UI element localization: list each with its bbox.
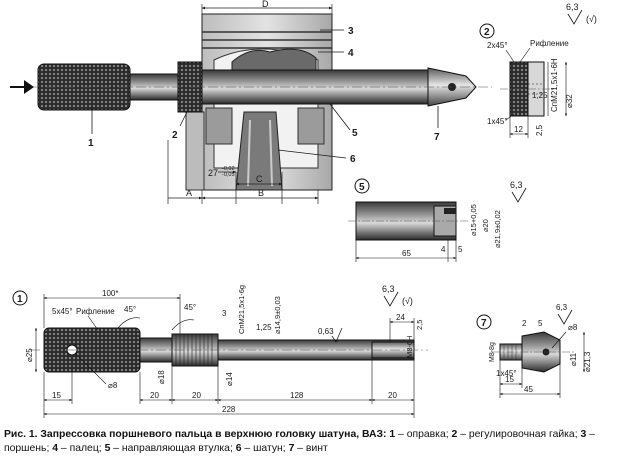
piston-rings (202, 31, 332, 49)
detail-7-m8: M8-8g (489, 342, 496, 362)
dim-27-tol: -0,02 (222, 166, 235, 172)
callout-2: 2 (172, 130, 178, 141)
detail-1-d100: 100* (102, 289, 118, 298)
detail-1-threadM8: M8-6Н (405, 335, 414, 358)
assembly-view: 1 2 3 4 5 6 7 D C B A 27 -0,02 -0,05 (10, 0, 492, 204)
detail-7-d11: ⌀11 (569, 352, 578, 366)
detail-2-w12: 12 (514, 125, 523, 134)
caption-item: 2 – регулировочная гайка; (451, 429, 578, 440)
detail-7-w15: 15 (505, 375, 514, 384)
callout-5: 5 (352, 128, 358, 139)
detail-1-d25: ⌀25 (25, 348, 34, 362)
detail-5-d219: ⌀21,9±0,02 (493, 210, 502, 248)
dim-B: B (258, 188, 264, 198)
detail-1-d18: ⌀18 (157, 370, 166, 384)
caption-title: Рис. 1. Запрессовка поршневого пальца в … (4, 429, 387, 440)
detail-2-d125: 1,25 (532, 91, 548, 100)
detail-1-number: 1 (17, 294, 23, 305)
caption-item: 7 – винт (288, 443, 328, 454)
detail-5-w5: 5 (458, 245, 463, 254)
detail-1-w25: 2,5 (415, 320, 424, 330)
caption-item: 4 – палец; (52, 443, 102, 454)
detail-1-w3: 3 (222, 309, 227, 318)
dim-27-tol-lower: -0,05 (222, 172, 235, 178)
detail-2-d32: ⌀32 (565, 94, 574, 108)
caption-item: 1 – оправка; (389, 429, 449, 440)
detail-1-w20c: 20 (388, 391, 397, 400)
detail-1-knurl: Рифление (76, 307, 115, 316)
callout-1: 1 (88, 138, 94, 149)
caption-item: 6 – шатун; (235, 443, 286, 454)
detail-5: 5 6,3 ⌀15+0,05 ⌀20 ⌀21,9±0,02 4 5 65 (348, 178, 527, 262)
detail-2-roughness-suffix: (√) (586, 14, 597, 24)
dim-A: A (186, 188, 192, 198)
detail-1-d125: 1,25 (256, 323, 272, 332)
detail-2-number: 2 (484, 27, 490, 38)
detail-1-d14: ⌀14 (225, 372, 234, 386)
callout-4: 4 (348, 48, 354, 59)
detail-1-w24: 24 (396, 313, 405, 322)
dim-27: 27 (208, 168, 218, 178)
detail-7-w45: 45 (524, 385, 533, 394)
support-base (185, 111, 205, 191)
detail-5-w65: 65 (402, 249, 411, 258)
detail-7-w2: 2 (522, 319, 527, 328)
detail-5-roughness: 6,3 (510, 180, 523, 190)
detail-1-roughness: 6,3 (382, 284, 395, 294)
detail-7-chamfer: 1х45° (496, 369, 517, 378)
detail-1-w15: 15 (52, 391, 61, 400)
detail-7-w5: 5 (538, 319, 543, 328)
caption-item: 5 – направляющая втулка; (104, 443, 233, 454)
piston-boss-left (205, 107, 233, 145)
callout-3: 3 (348, 26, 354, 37)
detail-2: 2 6,3 (√) 2х45° Рифление СпМ21,5х1-6Н 1,… (479, 2, 597, 138)
detail-1-d8: ⌀8 (108, 381, 118, 390)
figure-caption: Рис. 1. Запрессовка поршневого пальца в … (4, 428, 619, 456)
detail-1-d149: ⌀14,9±0,03 (273, 296, 282, 334)
force-arrow (10, 80, 34, 94)
detail-1-w128: 128 (290, 391, 304, 400)
callout-6: 6 (350, 154, 356, 165)
detail-2-roughness: 6,3 (566, 2, 579, 12)
callout-7: 7 (434, 132, 440, 143)
caption-item: 3 – поршень; (4, 429, 595, 454)
detail-7-d213: ⌀21,3 (583, 351, 592, 372)
detail-2-w25: 2,5 (535, 124, 544, 136)
detail-5-d15: ⌀15+0,05 (469, 204, 478, 236)
detail-7-d8: ⌀8 (568, 323, 578, 332)
detail-1-roughness-suffix: (√) (402, 296, 413, 306)
dim-D: D (262, 0, 269, 9)
detail-1-w228: 228 (222, 405, 236, 414)
detail-1-a45a: 45° (124, 305, 136, 314)
detail-2-knurl: Рифление (530, 39, 569, 48)
detail-2-thread: СпМ21,5х1-6Н (550, 58, 559, 112)
detail-2-chamfer-top: 2х45° (487, 41, 508, 50)
dim-C: C (256, 174, 263, 184)
detail-1-chamfer: 5х45° (52, 307, 73, 316)
piston-boss-right (297, 107, 325, 145)
detail-1-w20b: 20 (192, 391, 201, 400)
detail-1-r063: 0,63 (318, 327, 334, 336)
detail-1: 1 6,3 (√) 100* 5х45° Рифление 45° (12, 284, 428, 418)
detail-1-thread: СпМ21,5х1-6g (237, 285, 246, 334)
detail-1-a45b: 45° (184, 303, 196, 312)
detail-7-number: 7 (481, 318, 487, 329)
detail-2-chamfer-bottom: 1х45° (487, 117, 508, 126)
detail-5-w4: 4 (441, 245, 446, 254)
detail-5-number: 5 (359, 182, 365, 193)
detail-7-roughness: 6,3 (556, 303, 568, 312)
piston-pin-crown (231, 48, 317, 77)
detail-1-w20a: 20 (150, 391, 159, 400)
detail-7: 7 6,3 2 5 ⌀8 ⌀11 ⌀21,3 M8-8g 1х45° 15 45 (476, 303, 592, 398)
detail-5-d20: ⌀20 (481, 219, 490, 232)
